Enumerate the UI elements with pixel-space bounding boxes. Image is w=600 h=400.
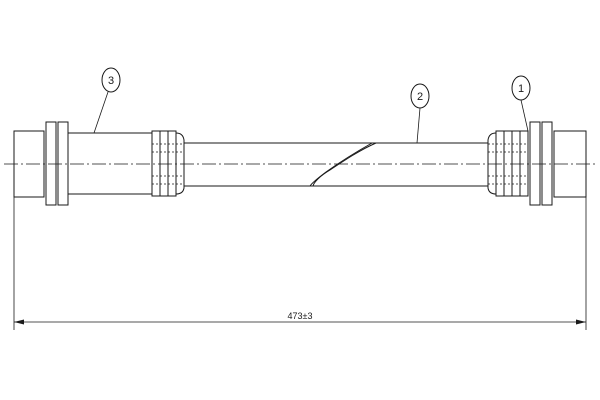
dimension-label: 473±3 bbox=[288, 311, 313, 321]
callout-1-label: 1 bbox=[518, 83, 524, 95]
callout-2: 2 bbox=[410, 83, 430, 144]
left-sleeve bbox=[67, 132, 153, 195]
left-fitting bbox=[13, 121, 185, 206]
left-flange-inner bbox=[57, 121, 69, 206]
left-crimp-rings bbox=[151, 130, 185, 197]
hose-break-symbol bbox=[312, 142, 377, 187]
left-flange-outer bbox=[45, 121, 57, 206]
dimension-arrow-right bbox=[576, 319, 586, 325]
hose-body bbox=[184, 142, 488, 187]
overall-length-dimension: 473±3 bbox=[13, 197, 587, 330]
callout-3: 3 bbox=[93, 67, 121, 134]
callout-1: 1 bbox=[511, 75, 531, 132]
left-end-cap bbox=[13, 130, 45, 198]
callout-2-label: 2 bbox=[417, 91, 423, 103]
right-crimp-rings bbox=[487, 130, 529, 197]
dimension-arrow-left bbox=[14, 319, 24, 325]
right-flange-inner bbox=[529, 121, 541, 206]
right-flange-outer bbox=[541, 121, 553, 206]
right-end-cap bbox=[553, 130, 587, 198]
right-fitting bbox=[487, 121, 587, 206]
callout-3-label: 3 bbox=[108, 75, 114, 87]
